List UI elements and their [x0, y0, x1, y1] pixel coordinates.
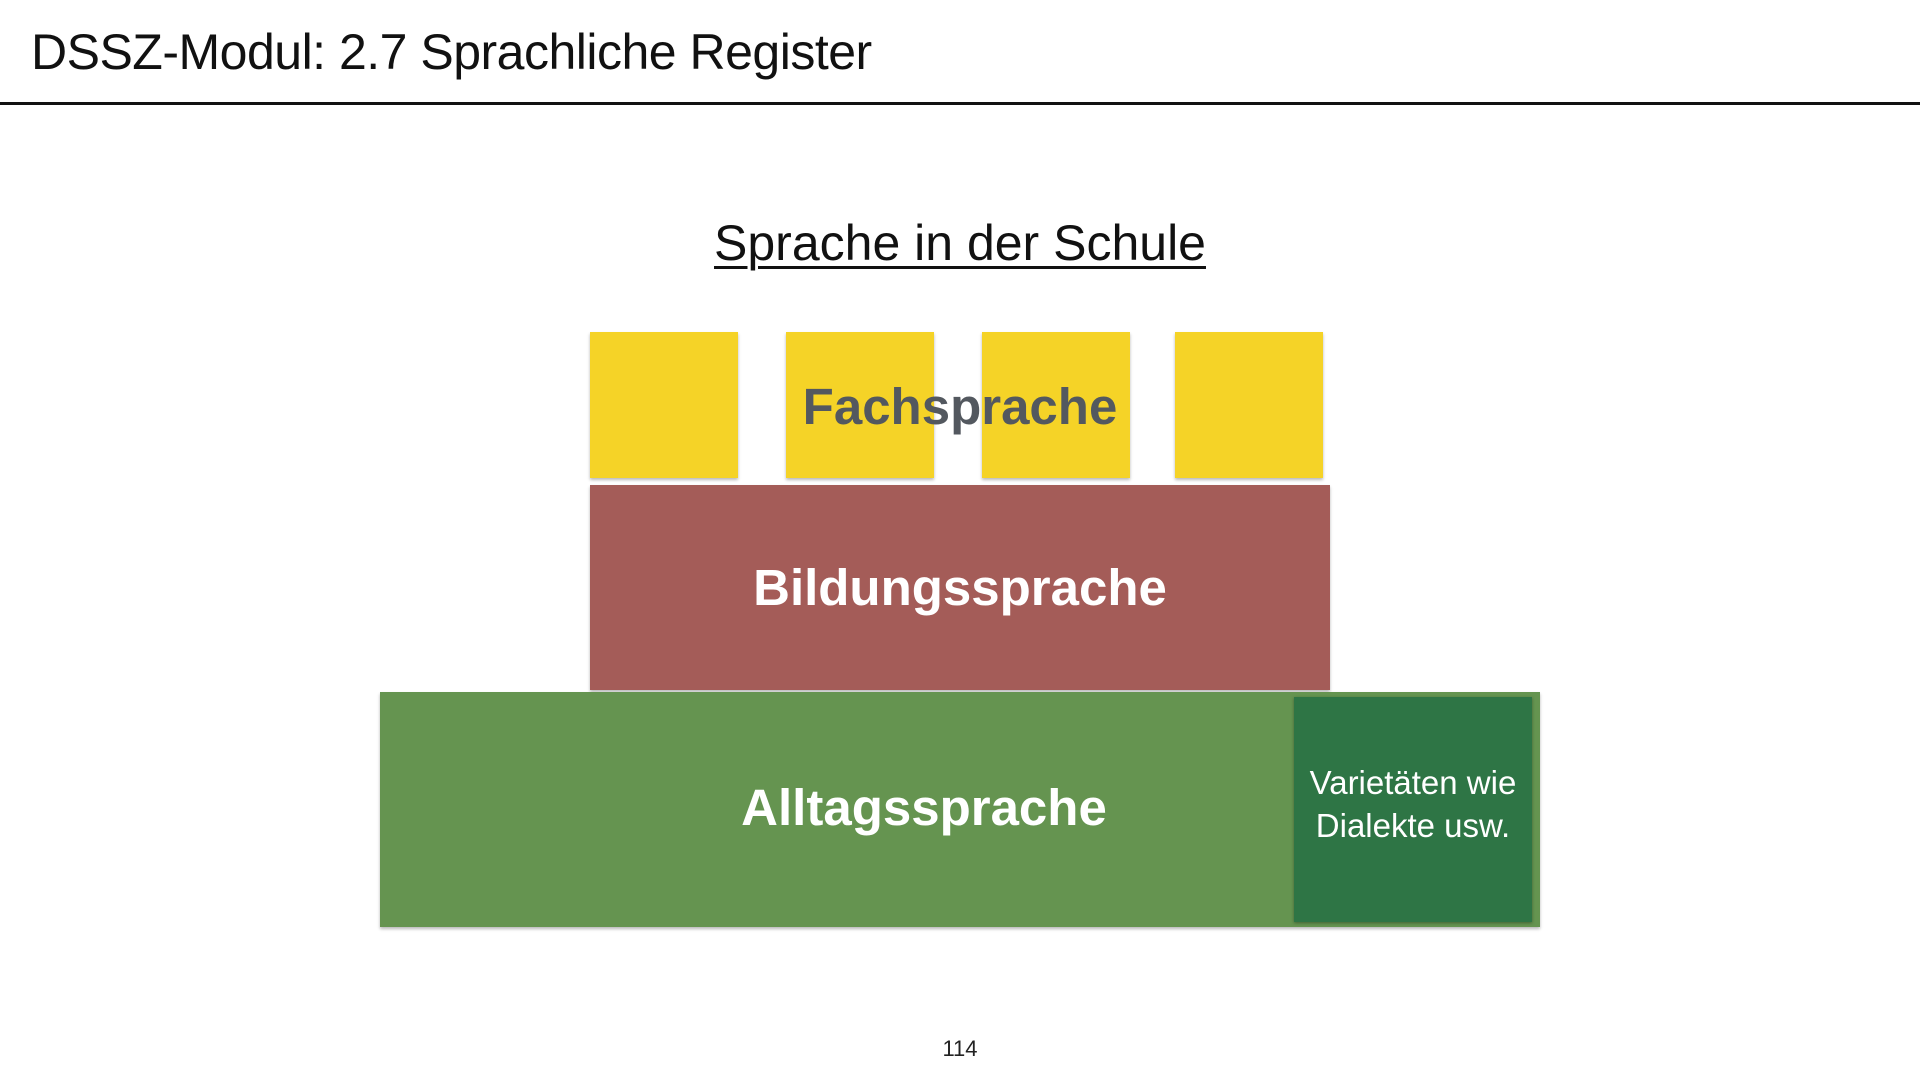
diagram-heading: Sprache in der Schule: [0, 213, 1920, 273]
alltagssprache-label: Alltagssprache: [741, 779, 1107, 836]
varieties-box: Varietäten wie Dialekte usw.: [1294, 697, 1532, 922]
varieties-line-1: Varietäten wie: [1309, 764, 1517, 801]
fachsprache-label: Fachsprache: [802, 378, 1118, 435]
alltagssprache-layer: Varietäten wie Dialekte usw.: [380, 692, 1540, 927]
varieties-line-2: Dialekte usw.: [1315, 807, 1511, 844]
page-number: 114: [942, 1036, 978, 1061]
fachsprache-block-4: [1175, 332, 1323, 478]
fachsprache-block-1: [590, 332, 738, 478]
bildungssprache-label: Bildungssprache: [753, 559, 1167, 616]
bildungssprache-layer: [590, 485, 1330, 690]
slide-title: DSSZ-Modul: 2.7 Sprachliche Register: [31, 24, 872, 80]
fachsprache-block-2: [786, 332, 934, 478]
title-divider: [0, 102, 1920, 105]
fachsprache-block-3: [982, 332, 1130, 478]
diagram-heading-text: Sprache in der Schule: [714, 215, 1206, 271]
varieties-text: Varietäten wie Dialekte usw.: [1294, 761, 1532, 847]
